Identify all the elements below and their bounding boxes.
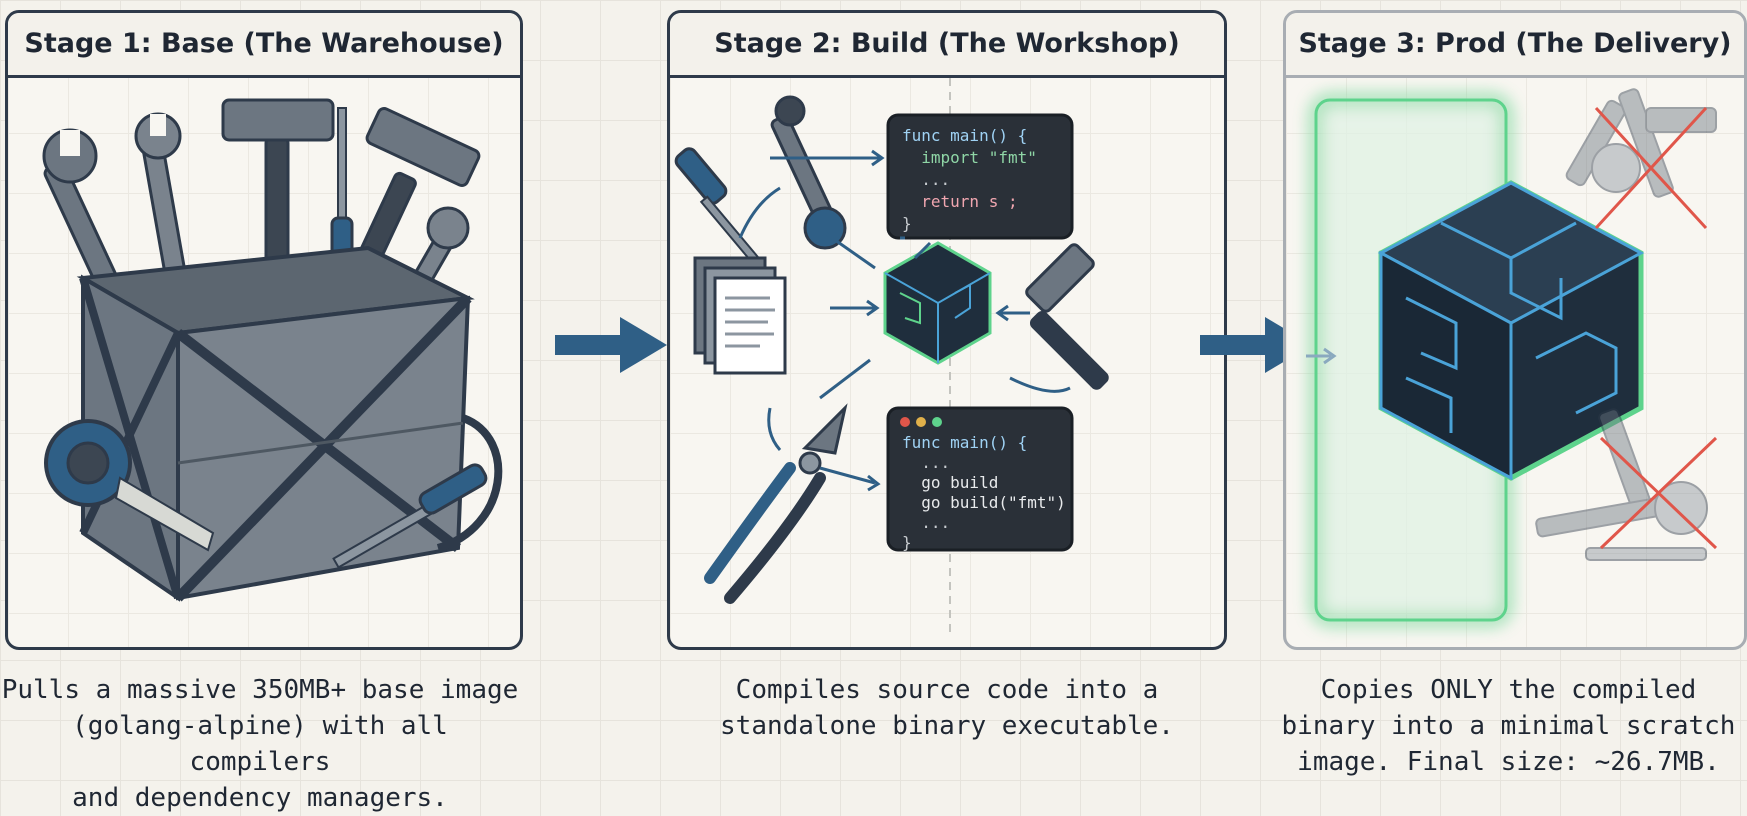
code-line: return s ;: [902, 192, 1018, 211]
code-line: ...: [902, 170, 951, 189]
stage-2-caption: Compiles source code into a standalone b…: [720, 675, 1174, 741]
terminal-icon: [886, 113, 1074, 240]
binary-cube-icon: [883, 241, 992, 365]
code-line: }: [902, 533, 912, 552]
code-snippet-top: func main() { import "fmt" ... return s …: [902, 125, 1037, 235]
small-arrow-icon: [1306, 347, 1337, 365]
pliers-icon: [704, 403, 848, 604]
stage-3-panel: Stage 3: Prod (The Delivery): [1283, 10, 1747, 650]
code-line: go build: [902, 473, 999, 492]
flow-arrows: [738, 149, 1071, 492]
red-cross-icon: [1594, 106, 1708, 230]
discarded-tools-bottom: [1535, 408, 1708, 561]
stage-1-panel: Stage 1: Base (The Warehouse): [5, 10, 523, 650]
code-line: }: [902, 214, 912, 233]
code-line: func main() {: [902, 433, 1028, 452]
stage-3-title: Stage 3: Prod (The Delivery): [1286, 13, 1744, 78]
stage-1-title: Stage 1: Base (The Warehouse): [8, 13, 520, 78]
tape-measure-icon: [44, 419, 215, 552]
crate-icon: [76, 245, 475, 602]
screwdriver-icon: [332, 463, 488, 569]
code-line: ...: [902, 513, 951, 532]
screwdriver-icon: [674, 147, 761, 265]
wrench-icon: [770, 95, 847, 250]
code-line: ...: [902, 453, 951, 472]
stage-1-caption: Pulls a massive 350MB+ base image (golan…: [1, 675, 519, 813]
stage-3-caption: Copies ONLY the compiled binary into a m…: [1281, 675, 1736, 777]
binary-cube-icon: [1377, 180, 1645, 481]
code-line: import "fmt": [902, 148, 1037, 167]
warehouse-illustration: [42, 98, 503, 602]
stage-2-title: Stage 2: Build (The Workshop): [670, 13, 1224, 78]
hammer-icon: [1025, 243, 1109, 390]
code-snippet-bottom: func main() { ... go build go build("fmt…: [902, 433, 1066, 553]
code-line: go build("fmt"): [902, 493, 1066, 512]
red-cross-icon: [1599, 436, 1718, 550]
document-icon: [693, 256, 787, 375]
delivery-illustration: [1306, 88, 1718, 626]
arrow-stage1-to-stage2: [555, 317, 667, 373]
stage-2-panel: Stage 2: Build (The Workshop): [667, 10, 1227, 650]
workshop-illustration: [674, 78, 1109, 638]
terminal-icon: [886, 406, 1074, 552]
code-line: func main() {: [902, 126, 1028, 145]
